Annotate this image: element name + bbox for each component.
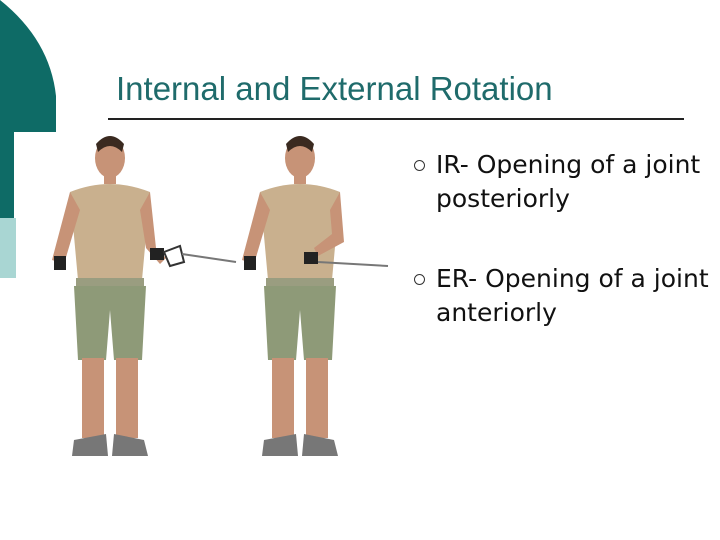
corner-decoration: [0, 0, 56, 278]
bullet-text-er: ER- Opening of a joint anteriorly: [436, 264, 709, 327]
slide-title: Internal and External Rotation: [116, 70, 553, 107]
title-underline: [108, 118, 684, 120]
bullet-item-ir: IR- Opening of a joint posteriorly: [414, 148, 714, 216]
exercise-illustration: [52, 136, 389, 456]
bullet-text-ir: IR- Opening of a joint posteriorly: [436, 150, 701, 213]
figure-left: [52, 136, 237, 456]
figure-right: [242, 136, 389, 456]
circle-bullet-icon: [414, 160, 425, 171]
bullet-item-er: ER- Opening of a joint anteriorly: [414, 262, 714, 330]
circle-bullet-icon: [414, 274, 425, 285]
bullet-list: IR- Opening of a joint posteriorly ER- O…: [414, 148, 714, 376]
